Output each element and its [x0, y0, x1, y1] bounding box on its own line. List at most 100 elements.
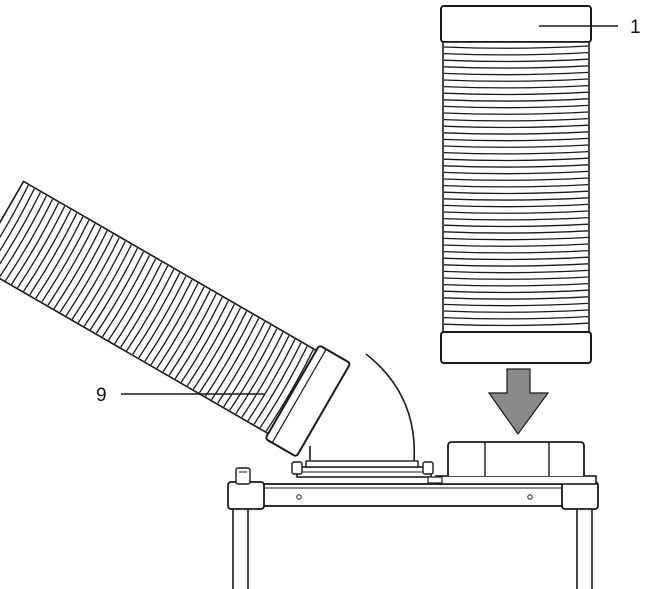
hose-rib — [47, 223, 96, 306]
hose-rib — [180, 300, 229, 383]
hose-rib — [156, 286, 205, 369]
hose-rib — [0, 188, 35, 271]
hose-rib — [120, 265, 169, 348]
hose-rib — [443, 98, 589, 102]
hose-rib — [186, 304, 235, 387]
straight-hose-bottom-cuff — [440, 331, 592, 364]
hose-rib — [198, 311, 248, 394]
hose-rib — [77, 241, 126, 324]
hose-rib — [443, 104, 589, 109]
hose-rib — [443, 249, 589, 254]
hose-rib — [241, 335, 290, 418]
hose-rib — [443, 236, 589, 241]
hose-rib — [443, 276, 589, 280]
hose-rib — [205, 314, 254, 397]
hose-rib — [443, 216, 589, 221]
hose-rib — [443, 269, 589, 274]
hose-rib — [443, 256, 589, 261]
hose-rib — [223, 325, 272, 408]
hose-rib — [138, 276, 187, 359]
hose-rib — [259, 346, 308, 429]
hose-rib — [265, 349, 314, 432]
hose-rib — [144, 279, 193, 362]
hose-rib — [443, 137, 589, 142]
callout-label-9: 9 — [96, 385, 107, 406]
straight-exhaust-hose — [440, 5, 592, 364]
hose-rib — [443, 302, 589, 307]
hose-rib — [41, 220, 90, 303]
hose-rib — [150, 283, 199, 366]
callout-label-1: 1 — [630, 17, 641, 38]
hose-rib — [162, 290, 211, 373]
hose-rib — [443, 71, 589, 76]
straight-hose-top-cuff — [440, 5, 592, 43]
hose-rib — [174, 297, 223, 380]
unit-left-corner-block — [227, 481, 265, 510]
hose-rib — [443, 131, 589, 135]
hose-rib — [443, 150, 589, 155]
hose-rib — [443, 190, 589, 195]
hose-rib — [17, 206, 66, 289]
unit-left-clip — [235, 467, 251, 485]
hose-rib — [443, 170, 589, 175]
hose-rib — [192, 307, 242, 390]
unit-top-bar — [228, 483, 598, 507]
hose-rib — [443, 111, 589, 115]
screw-hole-right — [527, 494, 533, 500]
hose-rib — [89, 248, 138, 331]
angled-hose-cuff — [265, 345, 351, 457]
hose-rib — [59, 230, 108, 313]
hose-rib — [23, 209, 72, 292]
hose-rib — [168, 293, 217, 376]
hose-rib — [211, 318, 260, 401]
hose-rib — [132, 272, 181, 355]
hose-rib — [443, 210, 589, 214]
angled-hose-ribs — [0, 185, 314, 432]
hose-rib — [443, 296, 589, 300]
angled-hose-body — [0, 180, 320, 436]
hose-rib — [443, 117, 589, 122]
angled-exhaust-hose — [0, 180, 416, 462]
hose-rib — [253, 342, 302, 425]
straight-hose-ribs — [443, 45, 589, 327]
hose-rib — [443, 157, 589, 162]
hose-rib — [235, 332, 284, 415]
hose-rib — [443, 91, 589, 96]
unit-right-corner-block — [561, 481, 599, 510]
hose-rib — [443, 203, 589, 208]
hose-rib — [114, 262, 163, 345]
hose-rib — [443, 315, 589, 320]
hose-rib — [443, 84, 589, 89]
screw-hole-left — [296, 494, 302, 500]
hose-rib — [0, 195, 48, 278]
hose-rib — [443, 65, 589, 69]
hose-rib — [71, 237, 120, 320]
hose-rib — [217, 321, 266, 404]
hose-rib — [4, 199, 54, 282]
hose-rib — [0, 192, 41, 275]
hose-rib — [126, 269, 175, 352]
down-arrow-icon — [487, 368, 550, 436]
hose-rib — [443, 124, 589, 129]
hose-rib — [443, 144, 589, 148]
hose-rib — [443, 223, 589, 228]
hose-rib — [95, 251, 145, 334]
hose-rib — [443, 282, 589, 287]
hose-rib — [443, 45, 589, 49]
hose-rib — [443, 263, 589, 267]
hose-elbow-curve — [365, 353, 416, 462]
hose-rib — [35, 216, 84, 299]
hose-connection-port — [435, 441, 597, 485]
hose-rib — [101, 255, 151, 338]
hose-rib — [443, 164, 589, 168]
hose-rib — [247, 339, 296, 422]
hose-rib — [443, 309, 589, 313]
hose-rib — [443, 322, 589, 327]
hose-rib — [443, 177, 589, 181]
hose-rib — [65, 234, 114, 317]
hose-rib — [11, 202, 60, 285]
unit-right-leg — [576, 509, 593, 589]
unit-left-leg — [232, 509, 249, 589]
hose-rib — [108, 258, 157, 341]
hose-rib — [443, 230, 589, 234]
